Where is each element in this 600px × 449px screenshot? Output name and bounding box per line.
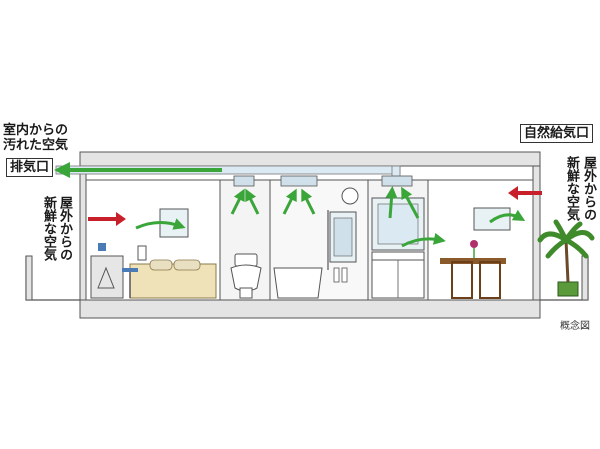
fresh-air-right-col2: 新鮮な空気: [564, 156, 579, 221]
airflow-arrows: [135, 186, 526, 248]
fresh-air-left-col1: 屋外からの: [57, 196, 72, 261]
fresh-air-right-col1: 屋外からの: [581, 156, 596, 221]
bathroom: [273, 187, 359, 299]
dirty-air-label-line2: 汚れた空気: [3, 138, 69, 153]
toilet: [230, 253, 262, 299]
natural-intake-label: 自然給気口: [520, 124, 594, 143]
concept-note: 概念図: [560, 321, 590, 332]
vanity: [371, 197, 425, 299]
dirty-air-label-line1: 室内からの: [3, 123, 69, 138]
ceiling-vents: [233, 175, 413, 187]
dining-room: [440, 207, 511, 299]
fresh-air-arrows: [88, 186, 542, 226]
exhaust-port-label: 排気口: [6, 158, 54, 177]
palm-plant: [537, 219, 595, 297]
fresh-air-left-col2: 新鮮な空気: [41, 196, 56, 261]
